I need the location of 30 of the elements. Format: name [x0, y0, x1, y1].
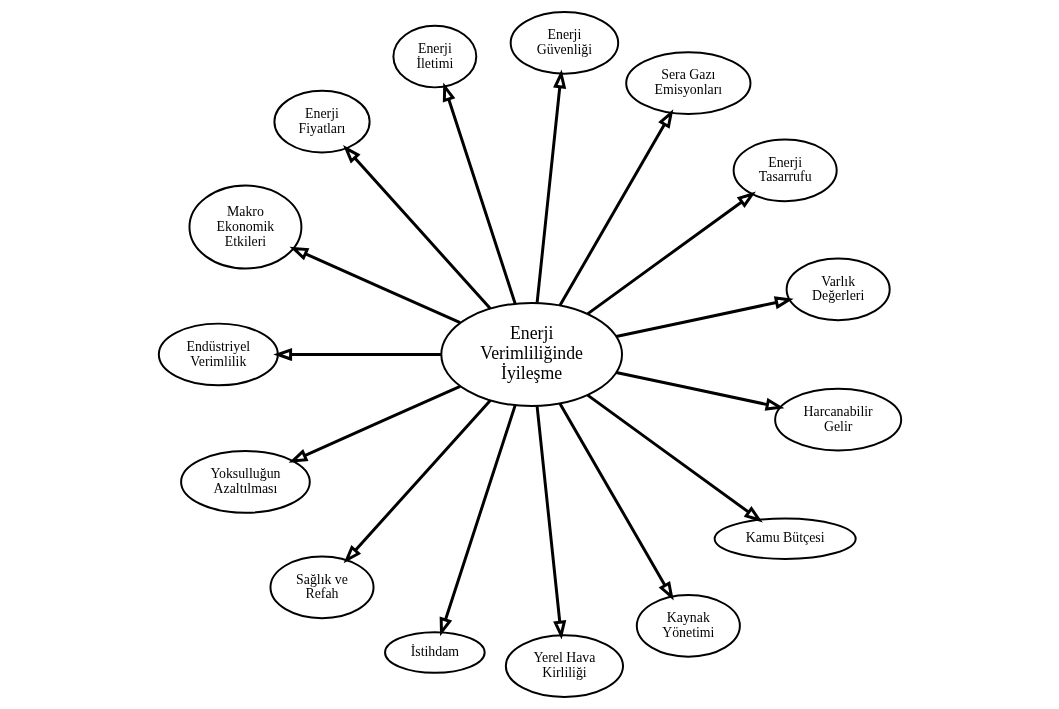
arrow — [586, 191, 756, 316]
node-ellipse: Kaynak Yönetimi — [635, 594, 741, 658]
node-ellipse: Enerji İletimi — [391, 24, 477, 89]
node-ellipse: Enerji Fiyatları — [272, 89, 371, 154]
arrow — [615, 296, 794, 338]
node-ellipse: Yerel Hava Kirliliği — [504, 634, 624, 698]
node-ellipse: Enerji Güvenliği — [509, 11, 619, 75]
node-ellipse: İstihdam — [383, 631, 486, 674]
arrow — [342, 145, 491, 310]
node-ellipse: Harcanabilir Gelir — [773, 387, 902, 452]
arrow — [289, 246, 461, 325]
node-ellipse: Kamu Bütçesi — [713, 517, 857, 560]
arrow — [586, 393, 763, 523]
node-ellipse: Endüstriyel Verimlilik — [157, 322, 279, 387]
node-ellipse: Sağlık ve Refah — [269, 555, 375, 620]
arrow — [343, 399, 491, 564]
arrow — [442, 82, 517, 305]
arrow — [272, 347, 441, 362]
node-ellipse: Enerji Verimliliğinde İyileşme — [439, 301, 623, 407]
arrow — [615, 371, 784, 411]
arrow — [439, 404, 517, 637]
node-ellipse: Makro Ekonomik Etkileri — [188, 184, 302, 270]
node-ellipse: Enerji Tasarrufu — [732, 138, 838, 203]
arrow — [558, 402, 674, 601]
node-ellipse: Varlık Değerleri — [785, 257, 891, 322]
node-ellipse: Sera Gazı Emisyonları — [624, 51, 751, 115]
arrow — [558, 109, 673, 307]
arrow — [535, 69, 566, 303]
arrow — [288, 384, 461, 463]
arrow — [535, 406, 566, 640]
